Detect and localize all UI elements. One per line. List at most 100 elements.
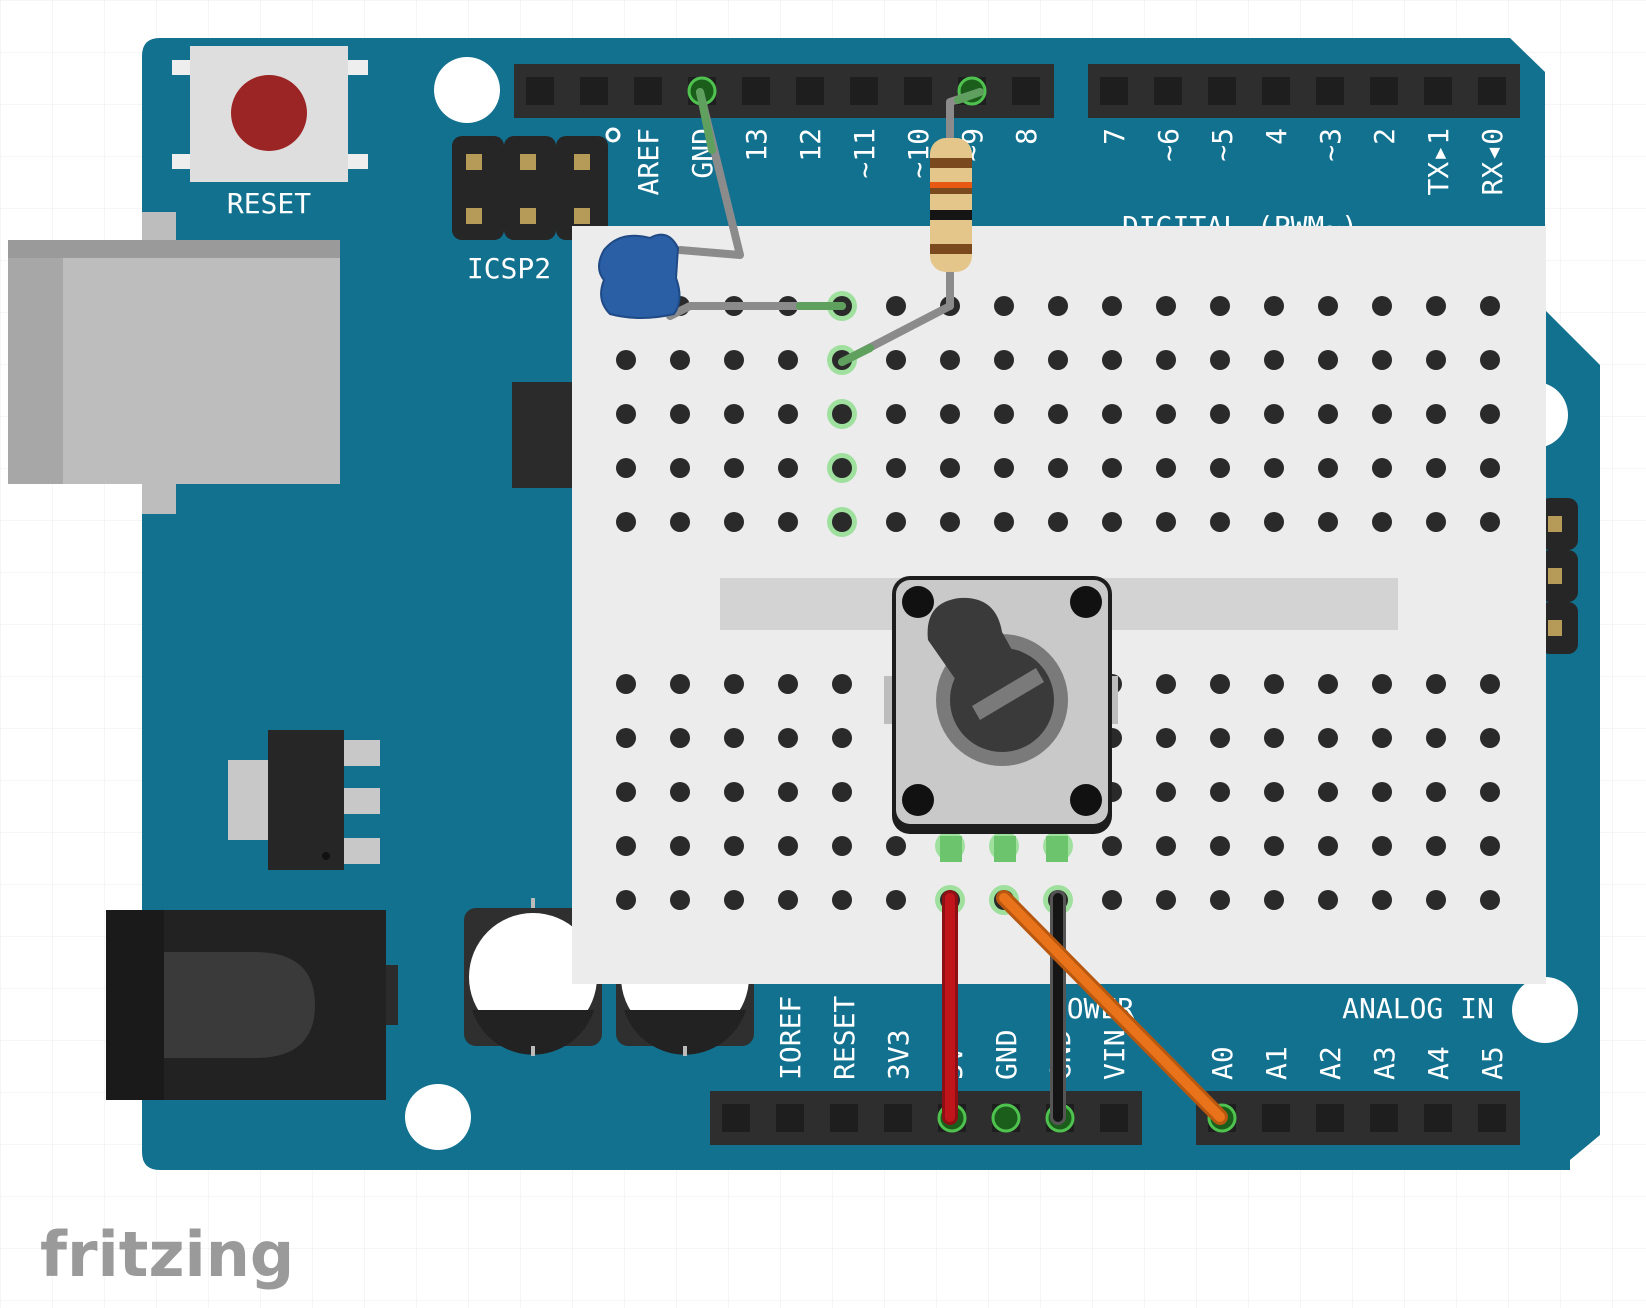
resistor-leads — [838, 88, 984, 366]
breadboard-hole — [724, 404, 744, 424]
breadboard-hole — [940, 458, 960, 478]
analog-header — [1196, 1091, 1520, 1145]
breadboard-hole — [1264, 296, 1284, 316]
breadboard-hole — [994, 404, 1014, 424]
breadboard-hole — [1480, 512, 1500, 532]
mounting-hole — [1512, 977, 1578, 1043]
breadboard-hole — [1156, 728, 1176, 748]
breadboard-hole — [1318, 512, 1338, 532]
header-pin — [1478, 1104, 1506, 1132]
breadboard-hole — [778, 890, 798, 910]
breadboard-hole — [1372, 674, 1392, 694]
breadboard-hole — [1480, 458, 1500, 478]
breadboard-hole — [1480, 890, 1500, 910]
header-pin — [1424, 77, 1452, 105]
analog-in-label: ANALOG IN — [1342, 992, 1494, 1025]
breadboard-hole — [940, 404, 960, 424]
breadboard-hole — [724, 512, 744, 532]
pin-label: 12 — [794, 128, 827, 162]
resistor — [930, 138, 972, 272]
pin-label: 13 — [740, 128, 773, 162]
breadboard-hole — [1102, 350, 1122, 370]
pin-label: VIN — [1098, 1029, 1131, 1080]
breadboard-hole — [616, 836, 636, 856]
pin-label: ~10 — [902, 128, 935, 179]
breadboard-hole — [1102, 296, 1122, 316]
breadboard-hole — [1102, 890, 1122, 910]
pin-label: A3 — [1368, 1046, 1401, 1080]
breadboard-hole — [1102, 836, 1122, 856]
breadboard-hole — [670, 674, 690, 694]
breadboard-hole — [1426, 890, 1446, 910]
breadboard-hole — [778, 836, 798, 856]
breadboard-hole — [1048, 404, 1068, 424]
breadboard-hole — [994, 296, 1014, 316]
breadboard-hole — [778, 404, 798, 424]
breadboard-hole — [1480, 782, 1500, 802]
pin-label: 7 — [1098, 128, 1131, 145]
chip — [512, 382, 572, 488]
breadboard-hole — [778, 512, 798, 532]
breadboard-hole — [1102, 512, 1122, 532]
breadboard-hole — [1048, 458, 1068, 478]
reset-button: RESET — [172, 46, 368, 220]
breadboard-hole — [670, 782, 690, 802]
breadboard-hole — [940, 512, 960, 532]
breadboard-hole — [670, 836, 690, 856]
breadboard-hole — [1264, 458, 1284, 478]
breadboard-hole — [1426, 782, 1446, 802]
breadboard-hole — [1156, 296, 1176, 316]
header-pin — [830, 1104, 858, 1132]
pin-label: ~6 — [1152, 128, 1185, 162]
breadboard-hole — [1048, 512, 1068, 532]
breadboard-hole — [670, 458, 690, 478]
header-pin — [722, 1104, 750, 1132]
pin-label: TX▸1 — [1422, 128, 1455, 195]
dc-barrel-jack — [106, 910, 398, 1100]
breadboard-hole — [994, 512, 1014, 532]
header-pin — [904, 77, 932, 105]
breadboard-hole — [1210, 296, 1230, 316]
breadboard-hole — [832, 458, 852, 478]
breadboard-hole — [886, 350, 906, 370]
pin-label: RESET — [828, 996, 861, 1080]
header-pin — [580, 77, 608, 105]
breadboard-hole — [1264, 836, 1284, 856]
breadboard-hole — [1156, 404, 1176, 424]
breadboard-hole — [616, 782, 636, 802]
digital-header-1 — [514, 64, 1054, 118]
breadboard-hole — [1264, 890, 1284, 910]
breadboard-hole — [1210, 350, 1230, 370]
breadboard-hole — [724, 674, 744, 694]
breadboard-hole — [1480, 296, 1500, 316]
breadboard-hole — [670, 404, 690, 424]
icsp2-header: ICSP2 — [452, 136, 608, 285]
header-pin — [1316, 77, 1344, 105]
breadboard-hole — [1210, 890, 1230, 910]
breadboard-hole — [1426, 674, 1446, 694]
breadboard-hole — [1318, 836, 1338, 856]
breadboard-hole — [886, 458, 906, 478]
breadboard-hole — [1372, 836, 1392, 856]
breadboard-hole — [1426, 836, 1446, 856]
breadboard-hole — [1426, 728, 1446, 748]
breadboard-hole — [724, 350, 744, 370]
breadboard-hole — [1156, 674, 1176, 694]
connected-pin-highlight — [991, 1103, 1021, 1133]
breadboard-hole — [1210, 728, 1230, 748]
digital-header-2 — [1088, 64, 1520, 118]
breadboard-hole — [670, 512, 690, 532]
breadboard-hole — [1264, 674, 1284, 694]
breadboard-hole — [616, 404, 636, 424]
pin-label: ~3 — [1314, 128, 1347, 162]
breadboard-hole — [1372, 782, 1392, 802]
power-header — [710, 1091, 1142, 1145]
header-pin — [1012, 77, 1040, 105]
wires — [942, 890, 1228, 1125]
breadboard-hole — [1372, 296, 1392, 316]
breadboard-hole — [778, 458, 798, 478]
header-pin — [776, 1104, 804, 1132]
breadboard-hole — [1480, 404, 1500, 424]
